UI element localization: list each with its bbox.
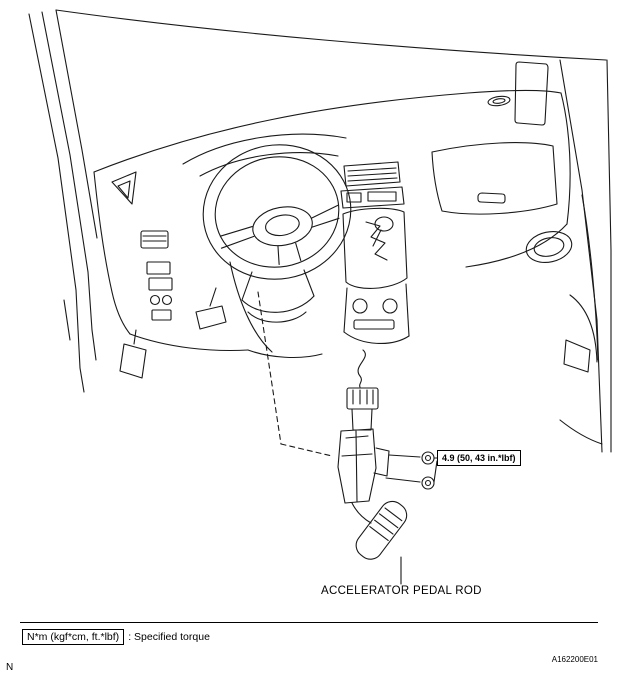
torque-unit-box: N*m (kgf*cm, ft.*lbf) xyxy=(22,629,125,645)
torque-legend-text: : Specified torque xyxy=(128,631,210,643)
dashboard xyxy=(93,89,571,358)
glovebox-handle-icon xyxy=(477,192,506,204)
pedals xyxy=(119,287,227,379)
pedal-pad-icon xyxy=(355,500,408,560)
accelerator-pedal-assembly xyxy=(337,428,438,585)
torque-spec-callout: 4.9 (50, 43 in.*lbf) xyxy=(437,450,521,467)
page-marker: N xyxy=(6,662,14,673)
leader-lines xyxy=(257,291,333,457)
figure-id: A162200E01 xyxy=(551,655,598,664)
bolt-icon xyxy=(421,451,435,465)
bolt-icon xyxy=(421,476,435,490)
shift-knob-icon xyxy=(374,216,394,232)
center-console xyxy=(340,161,410,345)
left-vent-icon xyxy=(140,230,169,249)
shift-gate-icon xyxy=(365,221,388,261)
footer-divider xyxy=(20,622,598,623)
brake-pedal-icon xyxy=(195,305,227,330)
switch-panel-icon xyxy=(146,261,171,275)
part-label-accelerator-pedal-rod: ACCELERATOR PEDAL ROD xyxy=(321,585,482,597)
torque-legend: N*m (kgf*cm, ft.*lbf) : Specified torque xyxy=(22,629,210,645)
footrest-icon xyxy=(119,343,147,379)
wire-harness-connector xyxy=(346,349,379,431)
door-speaker-icon xyxy=(525,231,573,263)
steering-wheel xyxy=(202,144,352,323)
cabin-outline xyxy=(28,9,612,453)
